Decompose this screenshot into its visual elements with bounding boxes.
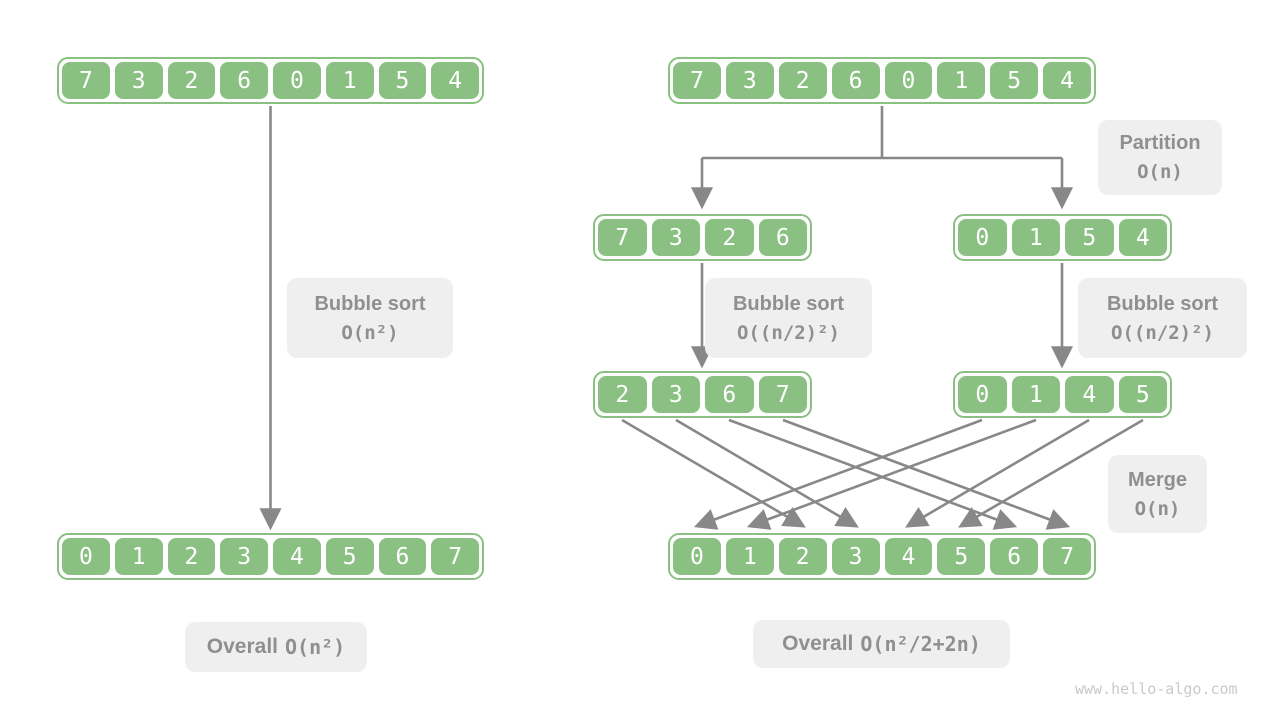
array-cell: 3 — [725, 62, 774, 99]
array-cell: 2 — [705, 219, 754, 256]
array-cell: 7 — [1043, 538, 1091, 575]
array-cell: 1 — [325, 62, 374, 99]
label-complexity: O(n²) — [341, 321, 399, 344]
label-overall-left: Overall O(n²) — [185, 622, 367, 672]
array-cell: 2 — [778, 538, 827, 575]
array-cell: 5 — [1118, 376, 1167, 413]
label-title: Overall — [206, 635, 278, 659]
array-cell: 5 — [1065, 219, 1114, 256]
array-cell: 4 — [431, 62, 479, 99]
array-left-output: 0 1 2 3 4 5 6 7 — [57, 533, 484, 580]
array-cell: 3 — [114, 62, 163, 99]
label-bubble-sort-sub-left: Bubble sort O((n/2)²) — [705, 278, 872, 358]
array-left-subarray: 7 3 2 6 — [593, 214, 812, 261]
array-cell: 4 — [884, 538, 933, 575]
label-bubble-sort-sub-right: Bubble sort O((n/2)²) — [1078, 278, 1247, 358]
array-cell: 0 — [62, 538, 110, 575]
label-complexity: O(n²) — [285, 635, 346, 659]
array-cell: 2 — [167, 62, 216, 99]
array-cell: 5 — [325, 538, 374, 575]
array-cell: 5 — [990, 62, 1039, 99]
array-cell: 6 — [705, 376, 754, 413]
array-cell: 6 — [220, 62, 268, 99]
array-cell: 0 — [273, 62, 321, 99]
array-cell: 3 — [220, 538, 268, 575]
array-cell: 4 — [1043, 62, 1091, 99]
arrows-merge — [621, 418, 1144, 530]
array-cell: 7 — [598, 219, 647, 256]
array-cell: 4 — [273, 538, 321, 575]
array-cell: 4 — [1118, 219, 1167, 256]
array-cell: 2 — [598, 376, 647, 413]
array-cell: 0 — [958, 376, 1007, 413]
array-cell: 6 — [758, 219, 807, 256]
array-cell: 7 — [758, 376, 807, 413]
array-cell: 7 — [673, 62, 721, 99]
label-overall-right: Overall O(n²/2+2n) — [753, 620, 1010, 668]
array-right-sorted-subarray: 0 1 4 5 — [953, 371, 1172, 418]
label-title: Bubble sort — [1106, 292, 1219, 315]
array-cell: 5 — [937, 538, 986, 575]
label-title: Merge — [1128, 468, 1187, 491]
watermark-text: www.hello-algo.com — [1075, 680, 1238, 698]
array-right-subarray: 0 1 5 4 — [953, 214, 1172, 261]
array-left-input: 7 3 2 6 0 1 5 4 — [57, 57, 484, 104]
label-title: Bubble sort — [314, 292, 426, 315]
array-cell: 6 — [990, 538, 1039, 575]
label-merge: Merge O(n) — [1108, 455, 1207, 533]
array-cell: 1 — [725, 538, 774, 575]
label-complexity: O(n²/2+2n) — [860, 632, 981, 656]
array-cell: 3 — [831, 538, 880, 575]
array-cell: 5 — [378, 62, 427, 99]
array-cell: 1 — [937, 62, 986, 99]
label-complexity: O(n) — [1137, 161, 1183, 184]
arrow-partition — [690, 106, 1074, 210]
array-cell: 4 — [1065, 376, 1114, 413]
label-complexity: O((n/2)²) — [1111, 321, 1214, 344]
array-cell: 1 — [114, 538, 163, 575]
label-title: Overall — [782, 632, 854, 656]
array-right-input: 7 3 2 6 0 1 5 4 — [668, 57, 1096, 104]
array-cell: 3 — [651, 376, 700, 413]
label-complexity: O(n) — [1134, 497, 1181, 520]
array-cell: 6 — [378, 538, 427, 575]
array-cell: 2 — [167, 538, 216, 575]
array-cell: 0 — [673, 538, 721, 575]
array-cell: 1 — [1011, 376, 1060, 413]
label-complexity: O((n/2)²) — [737, 321, 840, 344]
array-cell: 0 — [958, 219, 1007, 256]
array-right-output: 0 1 2 3 4 5 6 7 — [668, 533, 1096, 580]
label-title: Partition — [1119, 132, 1201, 155]
array-cell: 3 — [651, 219, 700, 256]
array-cell: 6 — [831, 62, 880, 99]
array-cell: 0 — [884, 62, 933, 99]
label-partition: Partition O(n) — [1098, 120, 1222, 195]
array-cell: 2 — [778, 62, 827, 99]
array-cell: 7 — [431, 538, 479, 575]
label-bubble-sort-left: Bubble sort O(n²) — [287, 278, 453, 358]
label-title: Bubble sort — [732, 292, 845, 315]
array-cell: 7 — [62, 62, 110, 99]
array-left-sorted-subarray: 2 3 6 7 — [593, 371, 812, 418]
array-cell: 1 — [1011, 219, 1060, 256]
